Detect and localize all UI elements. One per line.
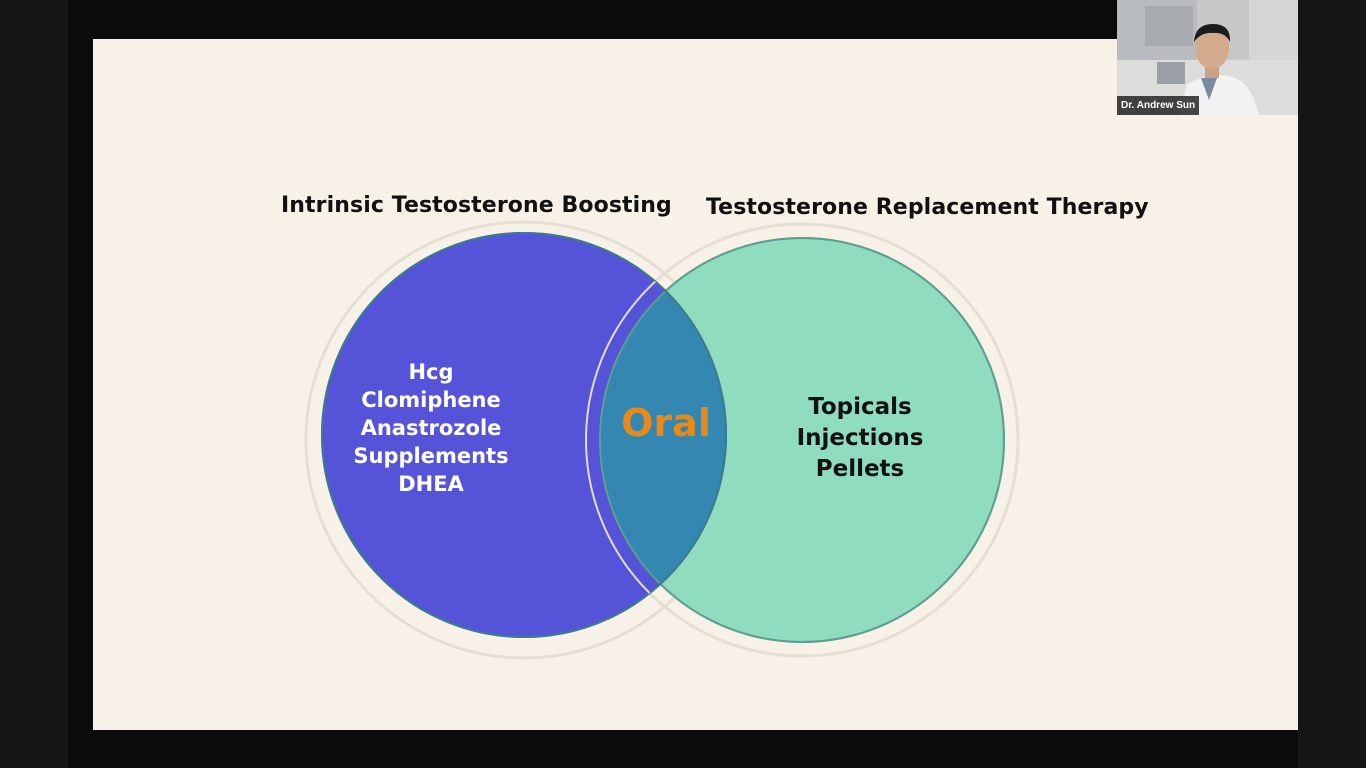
left-circle-border bbox=[321, 232, 727, 638]
list-item: DHEA bbox=[398, 472, 464, 496]
list-item: Anastrozole bbox=[360, 416, 502, 440]
right-circle-title: Testosterone Replacement Therapy bbox=[706, 195, 1149, 220]
list-item: Injections bbox=[796, 425, 924, 451]
venn-diagram bbox=[304, 220, 1020, 660]
participant-name-tag: Dr. Andrew Sun bbox=[1117, 96, 1200, 115]
participant-video-feed bbox=[1117, 0, 1298, 115]
left-circle-items: Hcg Clomiphene Anastrozole Supplements D… bbox=[331, 358, 531, 498]
list-item: Pellets bbox=[815, 456, 905, 482]
right-letterbox bbox=[1298, 0, 1366, 768]
list-item: Hcg bbox=[408, 360, 454, 384]
overlap-label: Oral bbox=[621, 401, 711, 445]
list-item: Topicals bbox=[808, 394, 912, 420]
participant-video-tile[interactable]: Dr. Andrew Sun bbox=[1117, 0, 1298, 115]
left-letterbox bbox=[0, 0, 68, 768]
right-circle-border bbox=[599, 237, 1005, 643]
right-circle-items: Topicals Injections Pellets bbox=[760, 392, 960, 485]
presentation-slide: Intrinsic Testosterone Boosting Testoste… bbox=[93, 39, 1298, 730]
left-circle-title: Intrinsic Testosterone Boosting bbox=[281, 193, 672, 218]
list-item: Supplements bbox=[353, 444, 509, 468]
list-item: Clomiphene bbox=[361, 388, 501, 412]
overlap-inner-ring bbox=[585, 233, 726, 637]
